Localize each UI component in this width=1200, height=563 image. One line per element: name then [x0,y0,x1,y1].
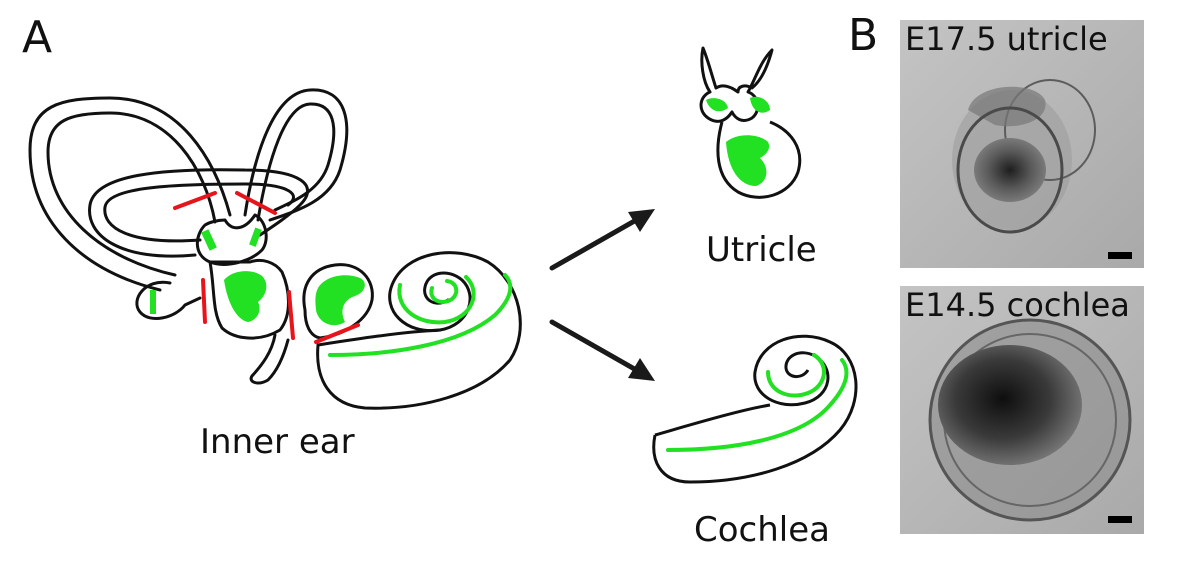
isolated-cochlea [652,334,858,484]
posterior-canal [28,96,232,292]
posterior-canal-inner [46,111,217,277]
isolated-utricle [699,46,802,199]
isolated-cochlea-epithelium [666,353,849,452]
sensory-epithelia-a [150,227,365,326]
inner-ear-label: Inner ear [200,422,355,462]
endolymphatic-duct [249,333,290,385]
lateral-crista [150,290,156,314]
micrograph-cochlea-label: E14.5 cochlea [905,286,1130,324]
lateral-ampulla [135,280,202,320]
arrow-to-utricle [549,212,648,271]
scale-bar-bottom [1108,516,1132,523]
saccule-macula [315,275,365,326]
isolated-utricle-epithelium [706,96,770,186]
lateral-canal [88,168,310,258]
panel-letter-b: B [848,10,879,61]
utricle-body [208,258,290,340]
ant-crista-left [201,229,217,251]
superior-canal-inner [256,102,336,222]
saccule [302,263,374,340]
micrograph-utricle [900,20,1144,268]
cochlea-epithelium-a [328,273,513,357]
utricle-top [195,213,268,266]
micrograph-utricle-label: E17.5 utricle [905,20,1108,58]
utricle-label: Utricle [706,230,817,270]
micrograph-cochlea [900,286,1144,534]
arrows [549,209,655,381]
cut-marks [173,191,360,344]
scale-bar-top [1108,252,1132,259]
cochlea-outline [316,251,522,410]
arrow-to-cochlea [549,319,648,378]
ant-crista-right [249,227,262,247]
inner-ear-diagram [28,88,522,410]
utricle-macula [224,271,267,322]
cochlea-label: Cochlea [694,510,830,550]
panel-letter-a: A [22,12,53,63]
cochlea-lower-edge [316,328,442,347]
superior-canal [243,88,349,222]
lateral-canal-inner [103,182,295,243]
